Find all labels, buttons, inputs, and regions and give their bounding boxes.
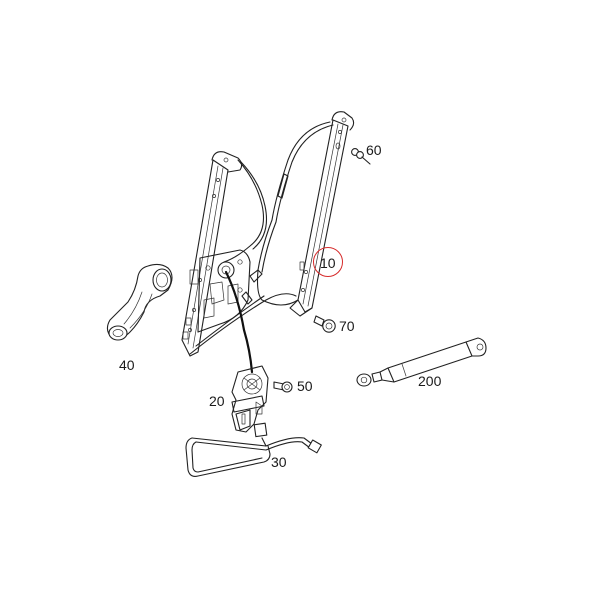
- part-label-50[interactable]: 50: [297, 378, 313, 394]
- window-motor: [231, 365, 269, 433]
- part-label-20[interactable]: 20: [209, 393, 225, 409]
- part-label-200[interactable]: 200: [418, 373, 442, 389]
- gas-strut: [356, 337, 487, 387]
- highlight-ring: [313, 247, 343, 277]
- part-label-70[interactable]: 70: [339, 318, 355, 334]
- regulator-frame: [181, 111, 355, 374]
- part-label-40[interactable]: 40: [119, 357, 135, 373]
- part-label-60[interactable]: 60: [366, 142, 382, 158]
- bolt: [313, 315, 336, 333]
- wiring-harness: [185, 422, 322, 477]
- screw: [273, 381, 293, 393]
- link-arm: [106, 263, 173, 341]
- clip: [351, 148, 371, 165]
- part-label-30[interactable]: 30: [271, 454, 287, 470]
- part-label-10[interactable]: 10: [320, 255, 336, 271]
